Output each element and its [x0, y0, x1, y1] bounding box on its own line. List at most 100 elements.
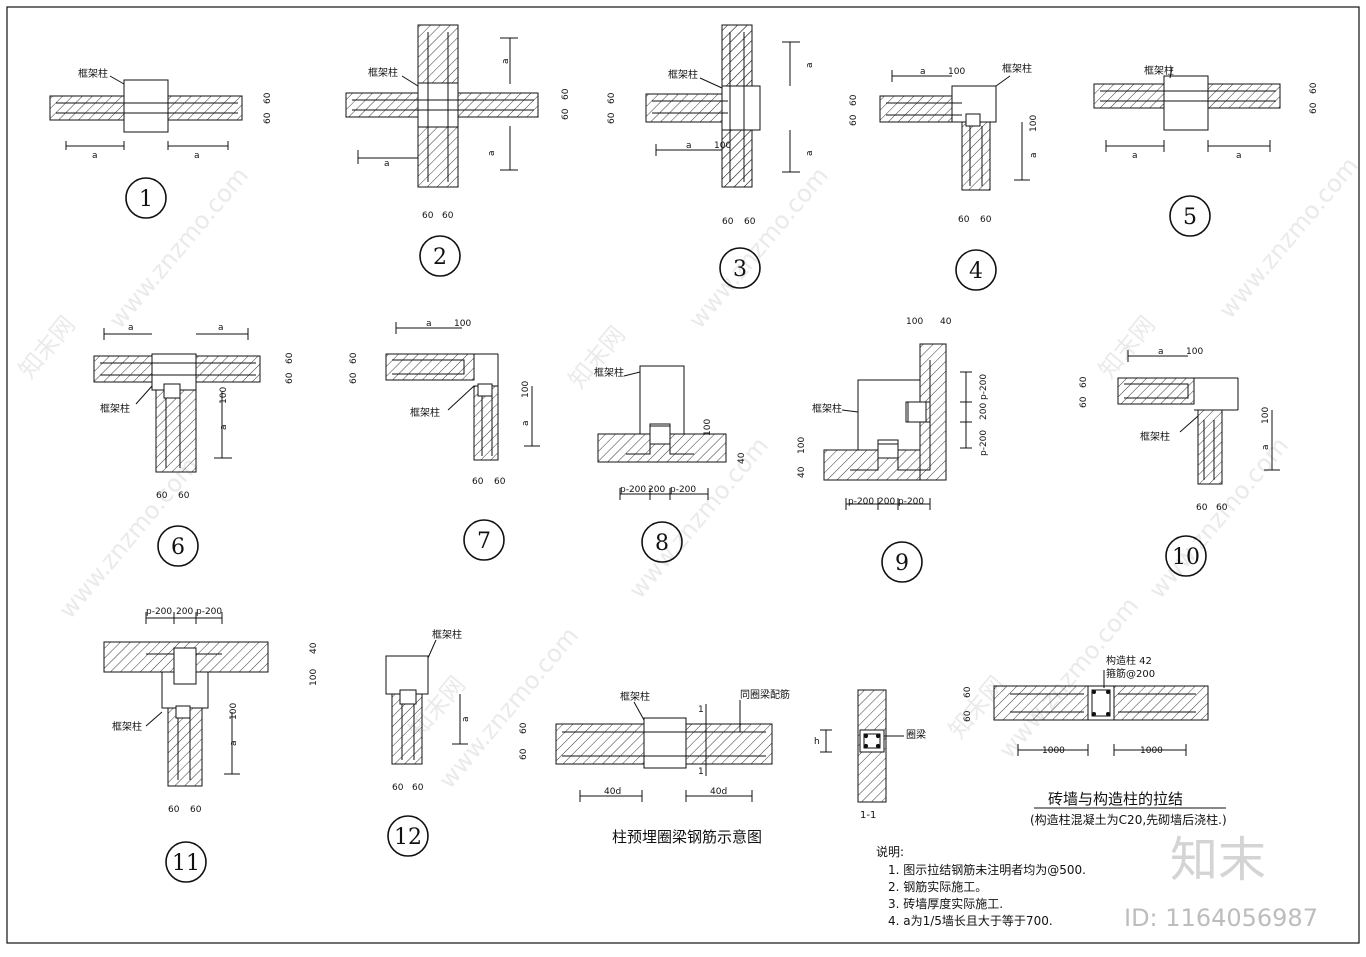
detail-number: 1 [139, 187, 153, 212]
dim-60: 60 [349, 352, 359, 364]
dim-60: 60 [285, 372, 295, 384]
note-item: 2. 钢筋实际施工。 [888, 879, 987, 894]
dim-100: 100 [906, 317, 923, 327]
dim-40: 40 [309, 642, 319, 654]
column-label: 框架柱 [668, 68, 698, 81]
dim-p200: p-200 [620, 485, 646, 495]
dim-a: a [461, 716, 471, 722]
detail-9 [823, 343, 972, 510]
detail-number: 6 [171, 535, 185, 560]
dim-60: 60 [472, 477, 484, 487]
sheet-border [6, 6, 1360, 944]
dim-60: 60 [963, 686, 973, 698]
dim-a: a [1158, 347, 1164, 357]
column-label: 框架柱 [1002, 62, 1032, 75]
watermark-text: www.znzmo.com [683, 162, 834, 334]
dim-a: a [805, 150, 815, 156]
column-label: 框架柱 [100, 402, 130, 415]
detail-7 [385, 322, 540, 461]
dim-60: 60 [744, 217, 756, 227]
detail-marker [955, 249, 997, 291]
section-mark: 1 [698, 705, 704, 715]
dim-200: 200 [648, 485, 665, 495]
dim-p200: p-200 [146, 607, 172, 617]
dim-a: a [1132, 151, 1138, 161]
dim-100: 100 [454, 319, 471, 329]
dim-60: 60 [178, 491, 190, 501]
dim-60: 60 [849, 94, 859, 106]
dim-60: 60 [980, 215, 992, 225]
dim-100: 100 [219, 387, 229, 404]
dim-a: a [1261, 444, 1271, 450]
dim-a: a [805, 62, 815, 68]
dim-60: 60 [263, 112, 273, 124]
dim-1000: 1000 [1042, 746, 1065, 756]
stirrup-label: 箍筋@200 [1106, 667, 1155, 680]
dim-60: 60 [1196, 503, 1208, 513]
detail-3 [645, 24, 800, 188]
dim-h: h [814, 737, 820, 747]
column-label: 框架柱 [368, 66, 398, 79]
detail-marker [165, 841, 207, 883]
dim-100: 100 [309, 669, 319, 686]
dim-60: 60 [1309, 102, 1319, 114]
dim-40d: 40d [604, 787, 621, 797]
dim-a: a [1029, 152, 1039, 158]
ring-beam-rebar-label: 同圈梁配筋 [740, 688, 790, 701]
dim-60: 60 [849, 114, 859, 126]
dim-100: 100 [703, 419, 713, 436]
brick-tie-detail [993, 670, 1226, 809]
dim-p200: p-200 [898, 497, 924, 507]
dim-60: 60 [392, 783, 404, 793]
section-label: 1-1 [860, 810, 876, 821]
dim-p200: p-200 [848, 497, 874, 507]
detail-marker [157, 525, 199, 567]
detail-number: 11 [172, 851, 200, 876]
notes-title: 说明: [876, 844, 904, 859]
dim-a: a [501, 58, 511, 64]
detail-11 [103, 612, 269, 787]
dim-60: 60 [519, 722, 529, 734]
dim-60: 60 [494, 477, 506, 487]
embed-caption: 柱预埋圈梁钢筋示意图 [612, 828, 762, 846]
dim-60: 60 [156, 491, 168, 501]
dim-60: 60 [1309, 82, 1319, 94]
detail-number: 10 [1172, 545, 1200, 570]
dim-100: 100 [714, 141, 731, 151]
detail-marker [1169, 195, 1211, 237]
dim-60: 60 [958, 215, 970, 225]
detail-10 [1117, 350, 1280, 485]
note-item: 1. 图示拉结钢筋未注明者均为@500. [888, 862, 1086, 877]
dim-60: 60 [722, 217, 734, 227]
detail-marker [641, 521, 683, 563]
detail-12 [385, 639, 468, 765]
dim-60: 60 [1216, 503, 1228, 513]
dim-60: 60 [349, 372, 359, 384]
detail-4 [879, 70, 1030, 191]
constructional-column-label: 构造柱 42 [1106, 654, 1152, 667]
dim-60: 60 [519, 748, 529, 760]
watermark-text: www.znzmo.com [103, 162, 254, 334]
dim-p200: p-200 [979, 374, 989, 400]
dim-60: 60 [607, 92, 617, 104]
detail-marker [463, 519, 505, 561]
detail-marker [719, 247, 761, 289]
detail-1 [49, 75, 243, 150]
detail-number: 2 [433, 245, 447, 270]
column-label: 框架柱 [1144, 64, 1174, 77]
dim-200: 200 [176, 607, 193, 617]
dim-40: 40 [940, 317, 952, 327]
brick-caption: 砖墙与构造柱的拉结 [1048, 790, 1183, 808]
section-1-1 [820, 689, 904, 803]
dim-100: 100 [229, 703, 239, 720]
dim-a: a [487, 150, 497, 156]
dim-60: 60 [561, 108, 571, 120]
column-label: 框架柱 [594, 366, 624, 379]
dim-a: a [426, 319, 432, 329]
dim-p200: p-200 [196, 607, 222, 617]
column-label: 框架柱 [812, 402, 842, 415]
detail-marker [125, 177, 167, 219]
detail-marker [419, 235, 461, 277]
detail-marker [881, 541, 923, 583]
